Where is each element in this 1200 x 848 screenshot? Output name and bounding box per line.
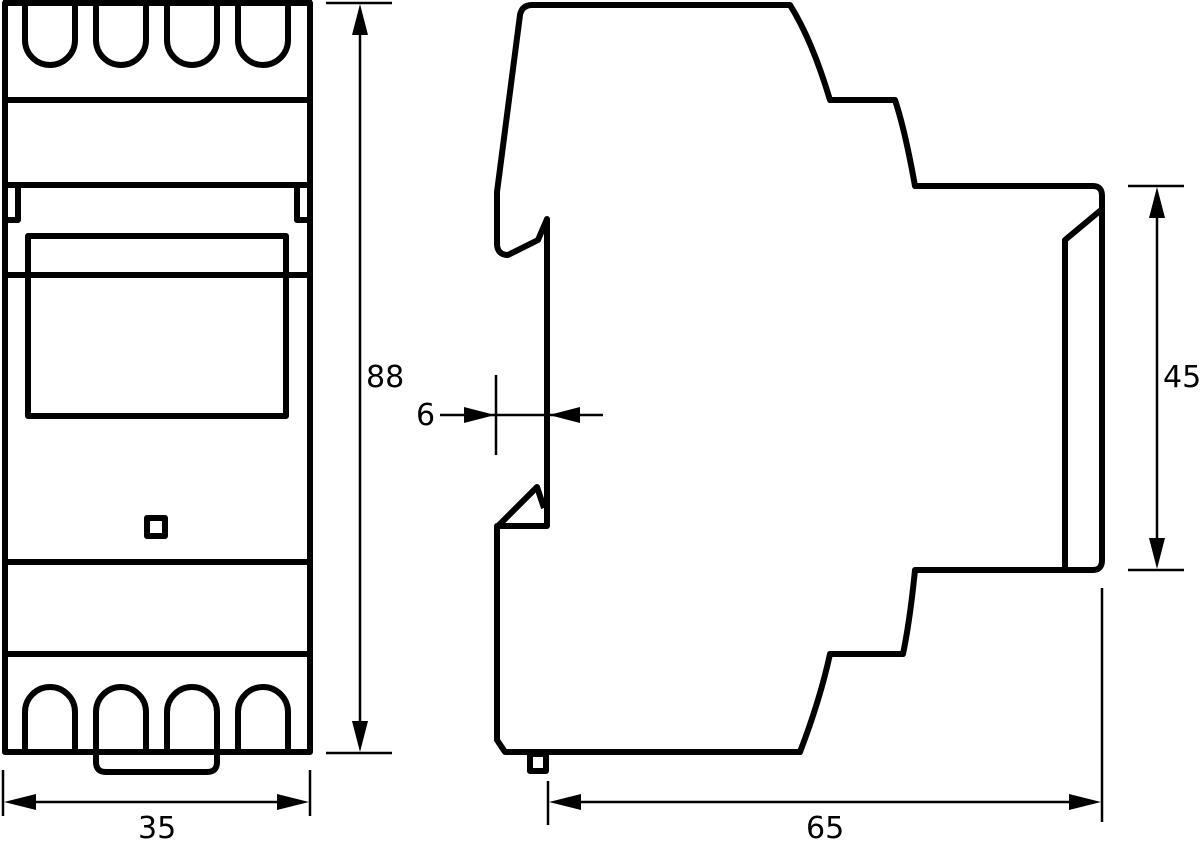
front-notch-left (5, 187, 21, 223)
width-label: 35 (138, 811, 177, 846)
rail-clip (93, 752, 220, 775)
front-height-label: 45 (1163, 360, 1200, 395)
depth-label: 65 (806, 811, 845, 846)
bottom-latch (527, 751, 549, 774)
dimension-width-35 (1, 770, 312, 816)
height-label: 88 (366, 360, 405, 395)
terminal-top-1 (22, 5, 78, 68)
display-window (25, 233, 289, 419)
dimension-depth-65 (546, 588, 1104, 825)
rail-offset-label: 6 (416, 398, 436, 433)
dimension-offset-6 (440, 375, 603, 455)
lower-rail-hook (496, 484, 547, 528)
terminal-top-2 (93, 5, 149, 68)
terminal-bottom-2 (93, 684, 149, 752)
terminal-bottom-3 (164, 684, 220, 752)
terminal-top-3 (164, 5, 220, 68)
front-face-bevel (1062, 207, 1103, 570)
side-view (494, 2, 1105, 774)
front-body-outline (2, 3, 313, 755)
terminal-bottom-1 (22, 684, 78, 752)
dimension-height-88 (326, 1, 392, 755)
dimension-front-45 (1128, 184, 1184, 572)
terminal-bottom-4 (235, 684, 291, 752)
side-body-outline (494, 2, 1105, 755)
front-button-icon (144, 515, 168, 539)
front-view (2, 0, 313, 775)
front-notch-right (294, 187, 310, 223)
terminal-top-4 (235, 5, 291, 68)
